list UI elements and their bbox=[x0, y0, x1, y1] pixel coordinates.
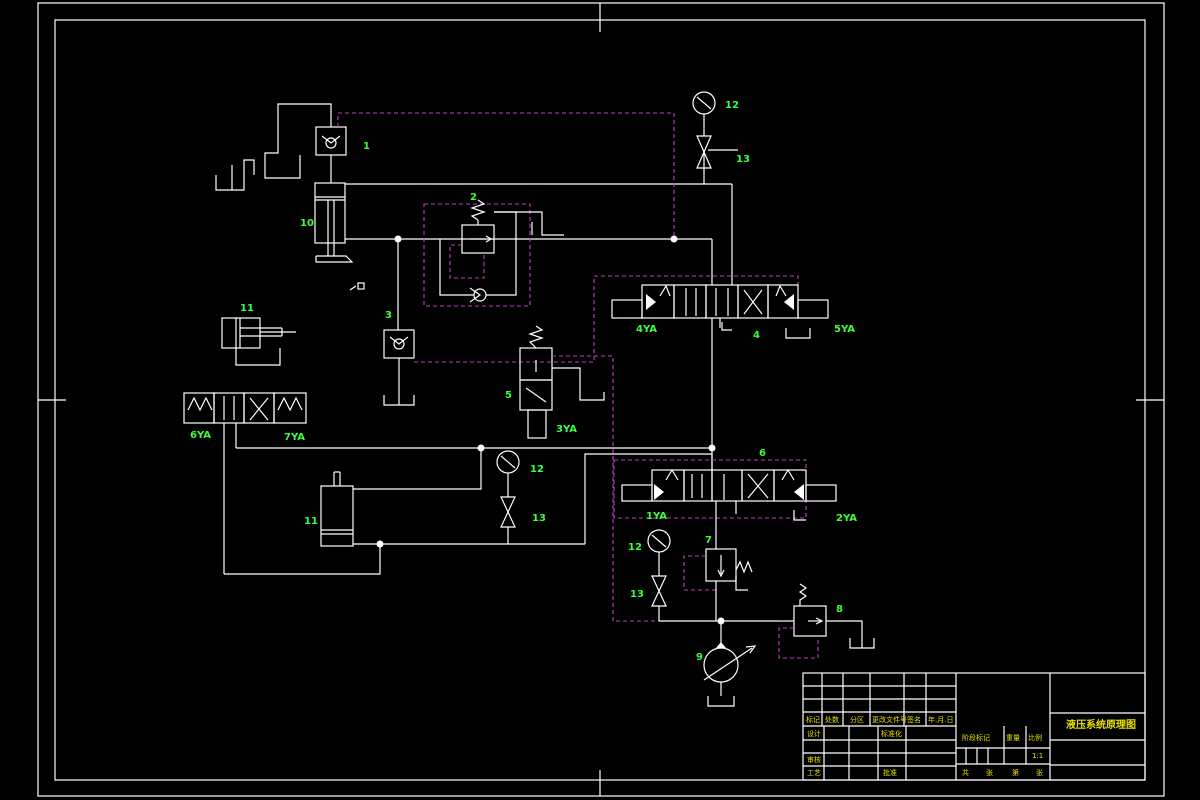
label-12-bottom: 12 bbox=[628, 542, 642, 553]
directional-valve-4 bbox=[594, 275, 829, 339]
component-labels: 1 2 3 4 5 6 7 8 9 10 11 11 12 12 12 13 1… bbox=[190, 100, 857, 663]
label-1ya: 1YA bbox=[646, 511, 667, 522]
label-12-top: 12 bbox=[725, 100, 739, 111]
label-7ya: 7YA bbox=[284, 432, 305, 443]
tb-row-label-4: 更改文件号 bbox=[872, 715, 907, 724]
valve-assembly-2 bbox=[423, 199, 564, 307]
gauge-12-middle bbox=[496, 450, 520, 544]
tb-sheet-word: 张 bbox=[986, 768, 993, 777]
tb-approve: 批准 bbox=[883, 768, 897, 777]
tb-design: 设计 bbox=[807, 729, 821, 738]
tb-sheet-total: 共 bbox=[962, 768, 969, 777]
directional-valve-6ya-7ya bbox=[183, 392, 307, 574]
drawing-title: 液压系统原理图 bbox=[1066, 718, 1136, 731]
label-13-top: 13 bbox=[736, 154, 750, 165]
tb-process: 工艺 bbox=[807, 769, 821, 777]
label-4: 4 bbox=[753, 330, 760, 341]
cylinder-11-bottom bbox=[224, 471, 585, 575]
label-13-middle: 13 bbox=[532, 513, 546, 524]
tb-row-label-5: 签名 bbox=[907, 715, 921, 724]
label-4ya: 4YA bbox=[636, 324, 657, 335]
upper-pipelines bbox=[345, 150, 733, 330]
label-5ya: 5YA bbox=[834, 324, 855, 335]
label-2: 2 bbox=[470, 192, 477, 203]
tb-sheet-no: 第 bbox=[1012, 768, 1019, 777]
middle-pipelines bbox=[236, 318, 716, 544]
tb-row-label-6: 年.月.日 bbox=[928, 715, 953, 724]
label-5: 5 bbox=[505, 390, 512, 401]
tb-row-label-1: 标记 bbox=[806, 715, 820, 724]
tb-standardization: 标准化 bbox=[881, 729, 902, 738]
solenoid-valve-5 bbox=[519, 325, 714, 622]
title-block: 液压系统原理图 标记 处数 分区 更改文件号 签名 年.月.日 设计 标准化 阶… bbox=[802, 672, 1146, 781]
label-3: 3 bbox=[385, 310, 392, 321]
tb-stage-mark: 阶段标记 bbox=[962, 733, 990, 742]
tb-row-label-2: 处数 bbox=[825, 715, 839, 724]
tb-row-label-3: 分区 bbox=[850, 715, 864, 724]
label-6: 6 bbox=[759, 448, 766, 459]
cylinder-11-top bbox=[221, 317, 296, 366]
directional-valve-6 bbox=[613, 459, 837, 549]
tb-sheet-word2: 张 bbox=[1036, 768, 1043, 777]
tb-ratio: 比例 bbox=[1028, 733, 1042, 742]
label-11-bottom: 11 bbox=[304, 516, 318, 527]
label-10: 10 bbox=[300, 218, 314, 229]
pump-circuit bbox=[659, 583, 875, 707]
label-9: 9 bbox=[696, 652, 703, 663]
tb-scale: 1:1 bbox=[1032, 752, 1043, 760]
pilot-line-top bbox=[337, 112, 675, 239]
label-3ya: 3YA bbox=[556, 424, 577, 435]
label-2ya: 2YA bbox=[836, 513, 857, 524]
label-1: 1 bbox=[363, 141, 370, 152]
relief-valve-7 bbox=[647, 529, 753, 621]
label-7: 7 bbox=[705, 535, 712, 546]
tb-review: 审核 bbox=[807, 755, 821, 764]
gauge-12-top bbox=[692, 91, 738, 169]
label-11-top: 11 bbox=[240, 303, 254, 314]
tb-weight: 重量 bbox=[1006, 734, 1020, 742]
label-8: 8 bbox=[836, 604, 843, 615]
cylinder-10 bbox=[314, 182, 365, 291]
label-6ya: 6YA bbox=[190, 430, 211, 441]
drawing-frame bbox=[37, 2, 1165, 797]
label-13-bottom: 13 bbox=[630, 589, 644, 600]
label-12-middle: 12 bbox=[530, 464, 544, 475]
check-valve-1 bbox=[215, 103, 347, 191]
